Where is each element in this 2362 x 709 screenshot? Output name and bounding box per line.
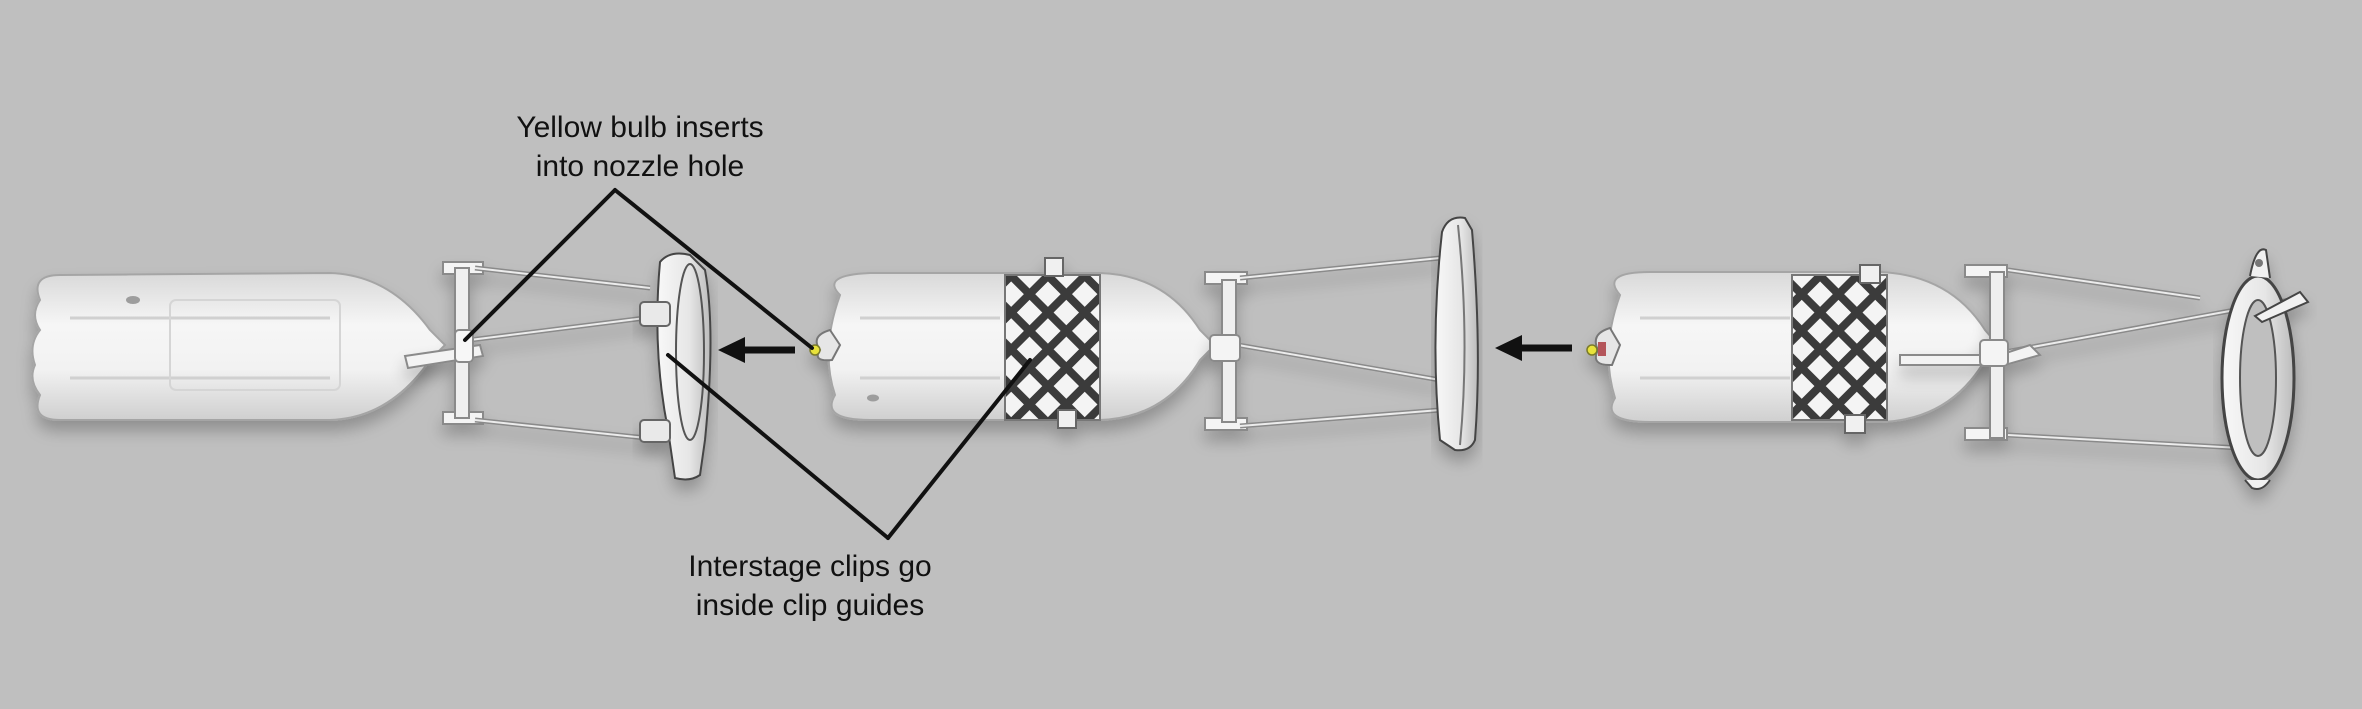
clips-callout: Interstage clips go inside clip guides [620,547,1000,625]
bottle-stage-3 [1586,264,2000,434]
launcher-cage-stage-3 [1899,264,2291,451]
bulb-callout-line-1: Yellow bulb inserts [516,111,764,144]
launcher-cage-stage-2 [1204,255,1441,431]
bulb-callout-line-2: into nozzle hole [535,150,745,183]
parachute-ring-stage-2 [1434,216,1479,452]
bottle-stage-2 [809,257,1217,429]
parachute-ring-stage-1 [639,252,712,481]
launcher-cage-stage-1 [403,261,666,443]
clips-callout-line-1: Interstage clips go [688,550,932,583]
parachute-ring-stage-3 [2220,248,2310,490]
clip-leader-lines [666,353,1032,540]
assembly-arrow-icon [718,337,795,363]
clips-callout-line-2: inside clip guides [695,589,925,622]
bulb-callout: Yellow bulb inserts into nozzle hole [460,108,820,186]
assembly-arrow-icon [1495,335,1572,361]
bulb-leader-lines [463,188,814,350]
bottle-stage-1 [31,271,447,421]
